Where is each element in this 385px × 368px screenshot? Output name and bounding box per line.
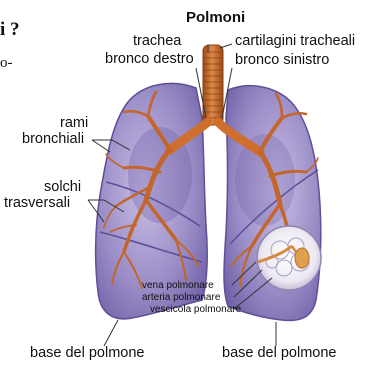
label-vena-polmonare: vena polmonare [142, 281, 214, 291]
label-solchi: solchi [44, 180, 81, 195]
trachea [203, 45, 223, 125]
label-vescicola-polmonare: vescicola polmonare [150, 305, 241, 315]
label-arteria-polmonare: arteria polmonare [142, 293, 220, 303]
label-cartilagini-tracheali: cartilagini tracheali [235, 34, 355, 49]
label-bronco-sinistro: bronco sinistro [235, 53, 329, 68]
label-bronco-destro: bronco destro [105, 52, 194, 67]
label-base-polmone-left: base del polmone [30, 346, 144, 361]
label-trasversali: trasversali [4, 196, 70, 211]
label-trachea: trachea [133, 34, 181, 49]
diagram-title: Polmoni [186, 10, 245, 25]
label-bronchiali: bronchiali [22, 132, 84, 147]
label-rami: rami [60, 116, 88, 131]
label-base-polmone-right: base del polmone [222, 346, 336, 361]
